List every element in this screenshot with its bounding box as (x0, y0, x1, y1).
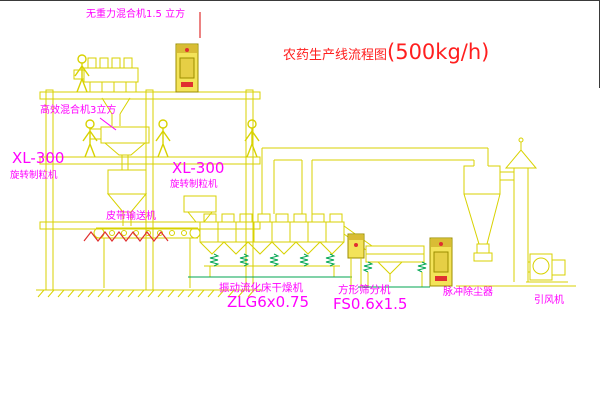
high-efficiency-mixer-machine (90, 127, 149, 170)
gravity-mixer-machine (74, 58, 138, 126)
label-dryer-name: 振动流化床干燥机 (219, 282, 303, 294)
drawing-border-top (0, 0, 600, 1)
title-text: 农药生产线流程图 (283, 48, 388, 63)
label-granulator-left-model: XL-300 (12, 149, 65, 167)
label-granulator-mid-name: 旋转制粒机 (170, 179, 218, 190)
person-figure (155, 119, 171, 158)
exhaust-stack (506, 138, 536, 282)
fluid-bed-dryer-machine (188, 214, 352, 277)
label-granulator-left-name: 旋转制粒机 (10, 170, 58, 181)
pulse-dust-collector-unit (430, 238, 452, 286)
label-belt-conveyor: 皮带输送机 (106, 211, 156, 222)
label-sieve-model: FS0.6x1.5 (333, 295, 408, 313)
label-induced-fan: 引风机 (534, 295, 564, 306)
label-gravity-mixer: 无重力混合机1.5 立方 (86, 9, 186, 20)
label-granulator-mid-model: XL-300 (172, 159, 225, 177)
control-cabinet-small (348, 234, 364, 287)
person-figure (74, 54, 90, 93)
square-sieve-machine (344, 226, 430, 287)
induced-draft-fan-machine (456, 254, 576, 286)
granulator-hopper (108, 170, 216, 226)
title-capacity: (500kg/h) (387, 40, 490, 64)
leader-line (100, 118, 116, 130)
structure-frame (40, 90, 260, 290)
label-high-eff-mixer: 高效混合机3立方 (40, 105, 117, 116)
label-dryer-model: ZLG6x0.75 (227, 293, 310, 311)
page-title: 农药生产线流程图(500kg/h) (283, 42, 489, 63)
belt-conveyor-machine (84, 228, 200, 288)
cyclone-separator (464, 166, 514, 261)
person-figure (244, 119, 260, 158)
label-dust-collector: 脉冲除尘器 (443, 287, 493, 298)
control-cabinet-top (176, 44, 198, 92)
exhaust-duct (262, 148, 488, 214)
label-sieve-name: 方形筛分机 (338, 284, 391, 296)
